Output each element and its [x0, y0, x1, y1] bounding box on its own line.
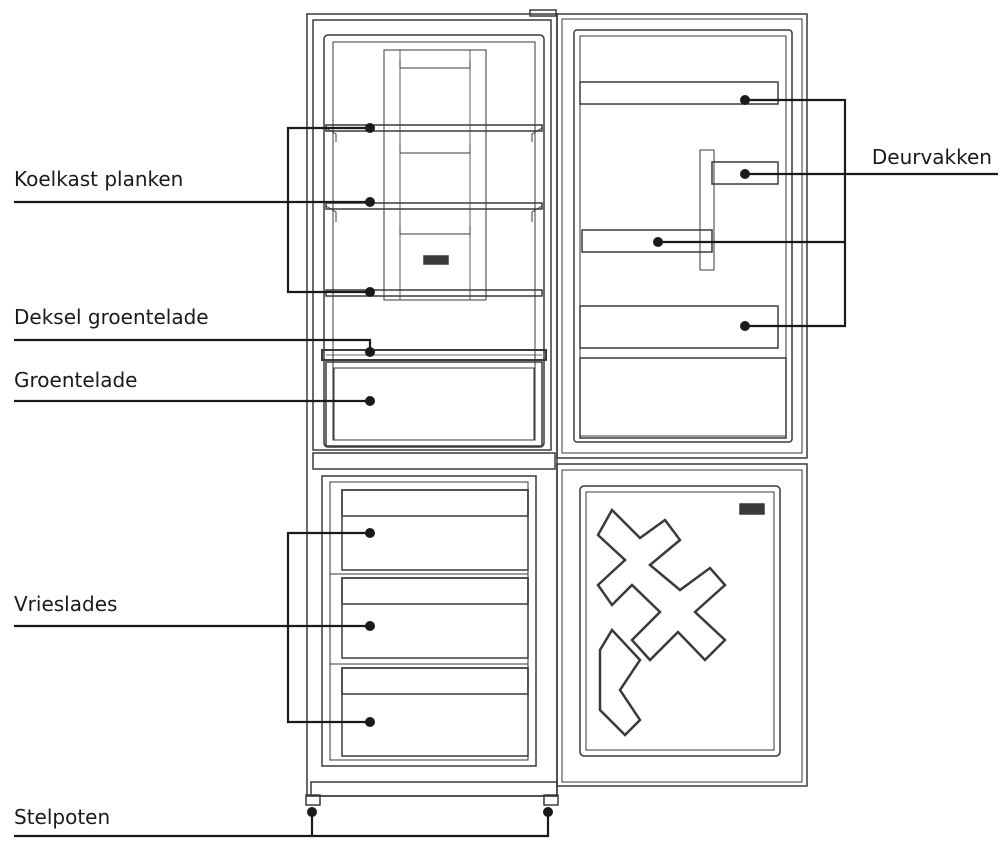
label-crisper-cover: Deksel groentelade [14, 305, 209, 329]
freezer-door [557, 464, 807, 786]
callout-lines [14, 100, 998, 836]
label-adjustable-feet: Stelpoten [14, 805, 110, 829]
label-crisper-drawer: Groentelade [14, 368, 137, 392]
label-fridge-shelves: Koelkast planken [14, 167, 183, 191]
label-door-shelves: Deurvakken [872, 145, 992, 169]
fridge-door [557, 14, 807, 458]
fridge-cabinet [306, 10, 558, 805]
label-freezer-drawers: Vrieslades [14, 592, 117, 616]
